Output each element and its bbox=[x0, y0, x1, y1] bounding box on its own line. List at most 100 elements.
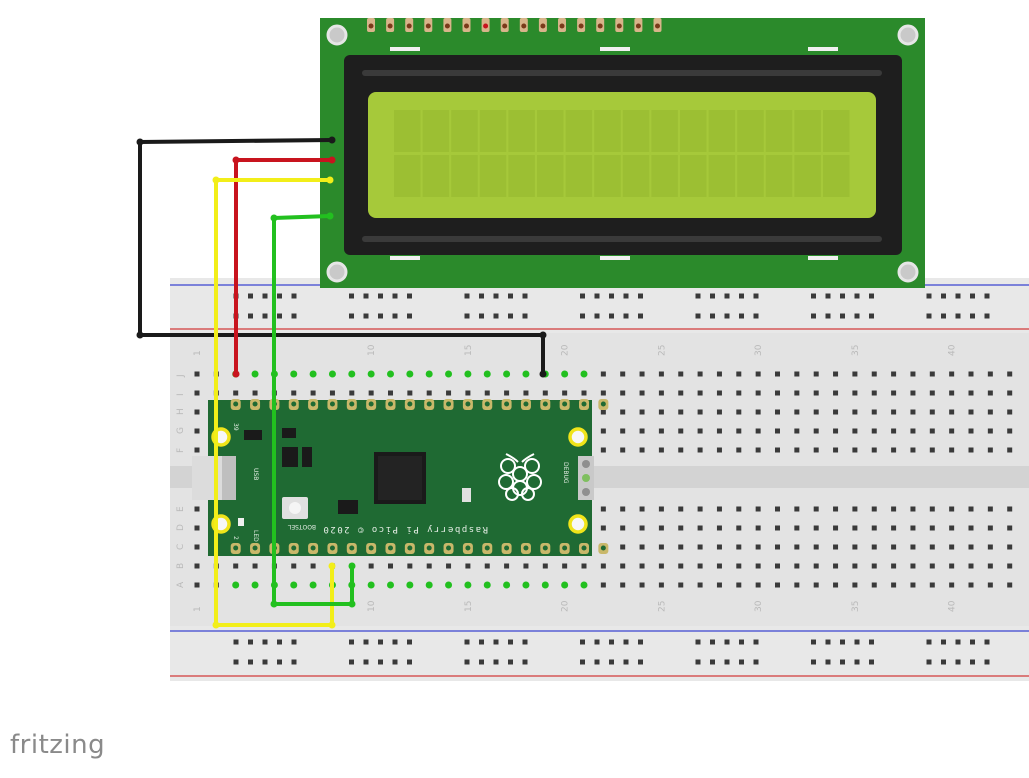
wire-bend bbox=[539, 331, 547, 339]
breadboard-hole bbox=[194, 390, 200, 396]
breadboard-hole bbox=[1007, 506, 1013, 512]
breadboard-hole bbox=[794, 525, 800, 531]
lcd-pin-hole bbox=[483, 23, 489, 29]
connected-hole bbox=[522, 370, 530, 378]
breadboard-hole bbox=[504, 390, 510, 396]
breadboard-hole bbox=[658, 525, 664, 531]
wire-bend bbox=[212, 176, 220, 184]
rail-hole bbox=[955, 313, 961, 319]
rail-hole bbox=[363, 659, 369, 665]
rail-hole bbox=[479, 313, 484, 319]
breadboard-hole bbox=[600, 428, 606, 434]
rail-hole bbox=[840, 313, 845, 319]
breadboard-hole bbox=[949, 582, 955, 588]
pico-board: Raspberry Pi Pico © 2020 USB BOOTSEL LED… bbox=[192, 399, 609, 556]
pico-pad-hole bbox=[349, 545, 355, 551]
breadboard-hole bbox=[813, 390, 819, 396]
component bbox=[462, 488, 471, 502]
component bbox=[244, 430, 262, 440]
connected-hole bbox=[483, 581, 491, 589]
lcd-tab bbox=[600, 47, 630, 51]
breadboard-hole bbox=[620, 409, 626, 415]
lcd-cell bbox=[565, 155, 593, 197]
breadboard-hole bbox=[252, 563, 258, 569]
rail-hole bbox=[811, 293, 816, 299]
connected-hole bbox=[445, 581, 453, 589]
lcd-pin-hole bbox=[502, 23, 508, 29]
breadboard-hole bbox=[949, 390, 955, 396]
breadboard-hole bbox=[987, 371, 993, 377]
breadboard-hole bbox=[929, 506, 935, 512]
lcd-cell bbox=[422, 110, 450, 152]
connected-hole bbox=[580, 370, 588, 378]
breadboard-hole bbox=[871, 447, 877, 453]
breadboard-hole bbox=[658, 582, 664, 588]
rail-hole bbox=[378, 313, 383, 319]
raspberry-logo-icon bbox=[498, 453, 542, 501]
rail-hole bbox=[609, 293, 614, 299]
lcd-cell bbox=[537, 155, 564, 197]
column-number: 40 bbox=[948, 344, 958, 356]
breadboard-hole bbox=[871, 371, 877, 377]
breadboard-hole bbox=[755, 409, 761, 415]
rail-hole bbox=[363, 293, 369, 299]
rail-hole bbox=[349, 293, 354, 299]
rail-hole bbox=[695, 313, 701, 319]
breadboard-hole bbox=[813, 447, 819, 453]
rail-hole bbox=[493, 313, 499, 319]
rail-hole bbox=[277, 293, 282, 299]
wire-endpoints bbox=[136, 136, 547, 629]
breadboard-hole bbox=[987, 506, 993, 512]
lcd-pin-hole bbox=[464, 23, 469, 29]
pico-pad-hole bbox=[562, 401, 568, 407]
breadboard-hole bbox=[658, 428, 664, 434]
pico-pad-hole bbox=[407, 545, 413, 551]
rail-hole bbox=[638, 313, 643, 319]
rail-hole bbox=[580, 659, 585, 665]
connected-hole bbox=[232, 581, 240, 589]
rail-hole bbox=[739, 659, 744, 665]
rail-hole bbox=[854, 639, 860, 645]
pico-pad-hole bbox=[426, 401, 432, 407]
breadboard-hole bbox=[929, 563, 935, 569]
breadboard-hole bbox=[678, 409, 684, 415]
breadboard-hole bbox=[891, 428, 897, 434]
breadboard-hole bbox=[813, 428, 819, 434]
breadboard-hole bbox=[600, 506, 606, 512]
wire-bend bbox=[539, 370, 547, 378]
pico-pad-hole bbox=[426, 545, 432, 551]
breadboard-hole bbox=[949, 409, 955, 415]
rail-hole bbox=[941, 659, 946, 665]
breadboard-hole bbox=[678, 563, 684, 569]
lcd-pin-hole bbox=[521, 23, 527, 29]
breadboard-hole bbox=[968, 428, 974, 434]
rail-hole bbox=[695, 639, 701, 645]
pico-pad-hole bbox=[310, 545, 316, 551]
breadboard-hole bbox=[736, 371, 742, 377]
breadboard-hole bbox=[1007, 563, 1013, 569]
breadboard-hole bbox=[852, 428, 858, 434]
rail-hole bbox=[854, 293, 860, 299]
breadboard-hole bbox=[639, 371, 645, 377]
breadboard-hole bbox=[968, 525, 974, 531]
breadboard-hole bbox=[871, 409, 877, 415]
breadboard-hole bbox=[523, 390, 529, 396]
breadboard-hole bbox=[542, 563, 548, 569]
breadboard-hole bbox=[697, 390, 703, 396]
rail-hole bbox=[291, 659, 297, 665]
connected-hole bbox=[251, 581, 259, 589]
breadboard-hole bbox=[910, 447, 916, 453]
breadboard-hole bbox=[658, 544, 664, 550]
connected-hole bbox=[406, 581, 414, 589]
breadboard-hole bbox=[600, 390, 606, 396]
breadboard-hole bbox=[794, 544, 800, 550]
rail-hole bbox=[724, 293, 730, 299]
breadboard-hole bbox=[465, 390, 471, 396]
connected-hole bbox=[328, 370, 336, 378]
pico-castellated-pads bbox=[230, 399, 609, 554]
row-letter: F bbox=[176, 448, 186, 453]
breadboard-hole bbox=[678, 582, 684, 588]
breadboard-hole bbox=[678, 506, 684, 512]
rail-hole bbox=[854, 659, 860, 665]
rail-hole bbox=[739, 293, 744, 299]
